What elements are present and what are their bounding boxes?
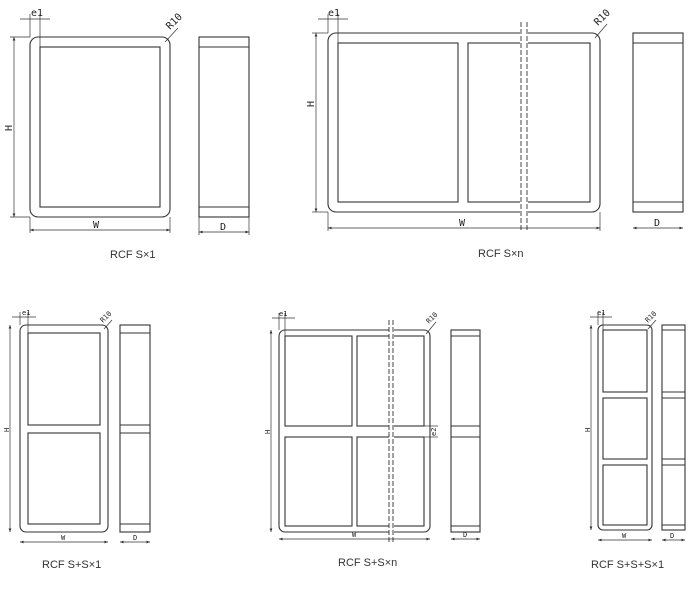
caption: RCF S+S×1 <box>42 559 101 571</box>
drawing-rcf-s-s-xn: e1 R10 H e2 W D RCF S+S×n <box>264 310 481 569</box>
caption: RCF S+S×n <box>338 557 397 569</box>
drawing-rcf-s-s-x1: e1 R10 H W D RCF S+S×1 <box>3 309 151 571</box>
h-label: H <box>584 428 592 432</box>
drawing-rcf-s-s-s-x1: e1 R10 H W D RCF S+S+S×1 <box>584 309 686 571</box>
e1-label: e1 <box>31 8 43 19</box>
e1-label: e1 <box>22 309 30 317</box>
r10-label: R10 <box>99 310 114 325</box>
r10-label: R10 <box>644 310 659 325</box>
drawing-rcf-s-xn: e1 R10 H W D RCF S×n <box>306 8 684 260</box>
d-label: D <box>220 222 226 233</box>
h-label: H <box>4 125 15 131</box>
w-label: W <box>93 220 100 231</box>
e1-label: e1 <box>279 310 287 318</box>
d-label: D <box>133 534 137 542</box>
e1-label: e1 <box>597 309 605 317</box>
w-label: W <box>352 531 357 539</box>
h-label: H <box>264 430 272 434</box>
e1-label: e1 <box>328 8 340 19</box>
h-label: H <box>306 101 317 107</box>
caption: RCF S×1 <box>110 249 156 261</box>
r10-label: R10 <box>164 12 185 33</box>
caption: RCF S×n <box>478 248 524 260</box>
w-label: W <box>459 218 466 229</box>
drawing-rcf-s-x1: e1 R10 H W D RCF S×1 <box>4 8 250 261</box>
d-label: D <box>670 532 674 540</box>
caption: RCF S+S+S×1 <box>591 559 664 571</box>
h-label: H <box>3 428 11 432</box>
w-label: W <box>622 532 627 540</box>
d-label: D <box>463 531 467 539</box>
r10-label: R10 <box>425 311 440 326</box>
e2-label: e2 <box>430 428 438 436</box>
w-label: W <box>61 534 66 542</box>
r10-label: R10 <box>592 8 613 29</box>
d-label: D <box>654 218 660 229</box>
